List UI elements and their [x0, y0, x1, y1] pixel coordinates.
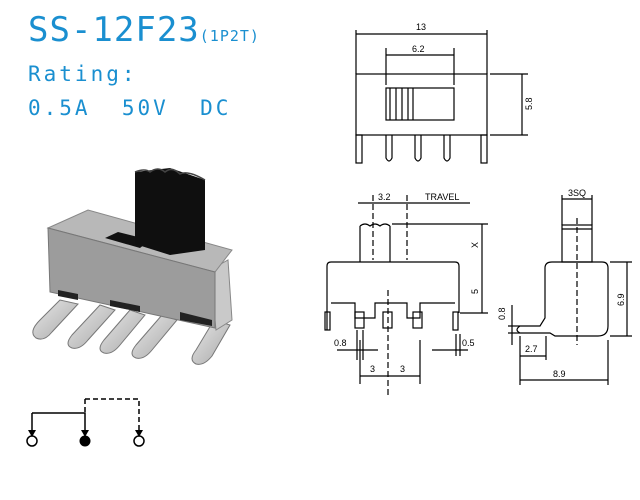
arrow-icon — [81, 430, 89, 437]
rating-label: Rating: — [28, 62, 138, 86]
model-number: SS-12F23 — [28, 10, 200, 50]
terminal-throw-1 — [26, 435, 38, 447]
dim-overall-depth: 8.9 — [553, 369, 566, 379]
dim-pitch-left: 3 — [370, 364, 375, 374]
dim-travel-label: TRAVEL — [425, 192, 459, 202]
solid-contact-line — [32, 412, 86, 430]
dim-body-height: 5.8 — [524, 97, 534, 110]
dim-pin-width-right: 0.5 — [462, 338, 475, 348]
terminal-common — [79, 435, 91, 447]
dim-pin-thickness: 0.8 — [497, 307, 507, 320]
pole-config: (1P2T) — [199, 27, 260, 45]
dim-actuator-size: 3SQ — [568, 188, 586, 198]
arrow-icon — [135, 430, 143, 437]
dim-end-height: 6.9 — [616, 293, 626, 306]
dim-actuator-height: X — [470, 242, 480, 248]
actuator-knob — [135, 168, 205, 255]
dim-pitch-right: 3 — [400, 364, 405, 374]
dim-travel-value: 3.2 — [378, 192, 391, 202]
dashed-contact-line — [85, 398, 140, 430]
arrow-icon — [28, 430, 36, 437]
dim-overall-width: 13 — [416, 22, 426, 32]
model-title: SS-12F23(1P2T) — [28, 10, 260, 50]
dim-body-height: 5 — [470, 289, 480, 294]
dim-pin-width-left: 0.8 — [334, 338, 347, 348]
dim-pin-offset: 2.7 — [525, 344, 538, 354]
dim-slot-width: 6.2 — [412, 44, 425, 54]
terminal-throw-2 — [133, 435, 145, 447]
switch-pins — [32, 299, 231, 365]
body-front — [47, 227, 216, 329]
rating-value: 0.5A 50V DC — [28, 96, 232, 120]
